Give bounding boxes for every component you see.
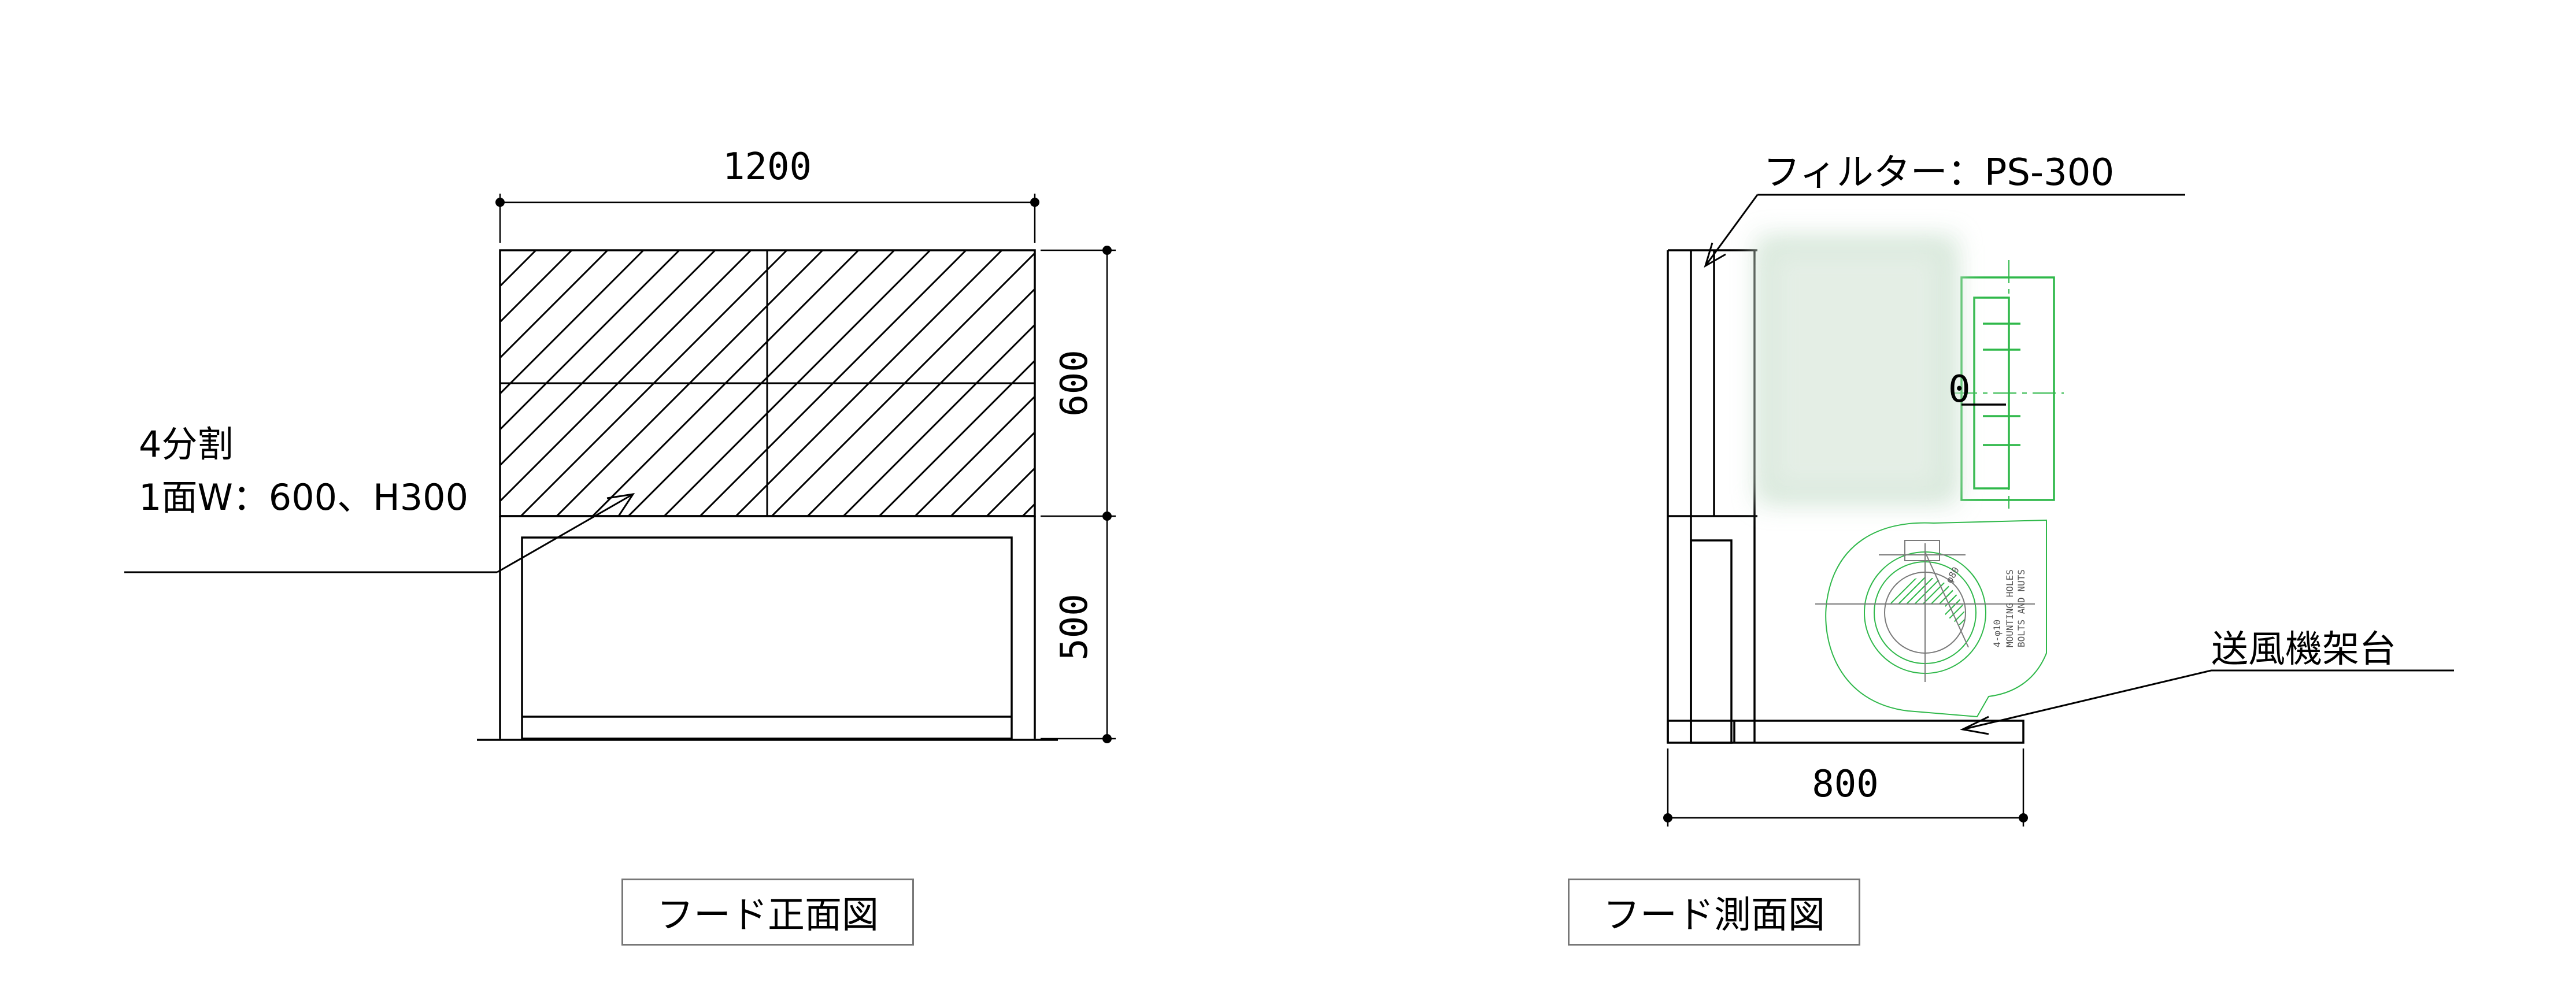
filter-label: フィルター：PS-300 bbox=[1763, 151, 2114, 194]
front-view-title: フード正面図 bbox=[621, 879, 914, 946]
side-view: 4-φ10 MOUNTING HOLES BOLTS AND NUTS φ80 … bbox=[1663, 151, 2454, 827]
hatch-line bbox=[950, 431, 1035, 516]
front-width-dimension: 1200 bbox=[495, 146, 1039, 243]
stand-label: 送風機架台 bbox=[2211, 628, 2396, 671]
hatch-line bbox=[1166, 250, 1432, 516]
front-height-dimension: 600 500 bbox=[1041, 246, 1116, 743]
fan-stand bbox=[1667, 720, 2024, 744]
svg-text:MOUNTING HOLES: MOUNTING HOLES bbox=[2004, 569, 2015, 647]
hatch-line bbox=[986, 466, 1035, 516]
front-note-line1: 4分割 bbox=[139, 423, 233, 465]
front-note-line2: 1面W：600、H300 bbox=[139, 476, 468, 518]
hatch-line bbox=[1094, 250, 1360, 516]
hatch-line bbox=[500, 250, 609, 360]
hatch-line bbox=[1202, 250, 1468, 516]
svg-text:BOLTS AND NUTS: BOLTS AND NUTS bbox=[2016, 569, 2027, 647]
svg-text:φ80: φ80 bbox=[1944, 565, 1961, 585]
hatch-line bbox=[1058, 250, 1324, 516]
dim-lower-height-label: 500 bbox=[1053, 594, 1096, 661]
fan-drawing: 4-φ10 MOUNTING HOLES BOLTS AND NUTS φ80 bbox=[1815, 260, 2064, 718]
dim-width-label: 1200 bbox=[723, 146, 812, 188]
front-note-leader bbox=[124, 492, 635, 573]
hatch-line bbox=[1238, 250, 1504, 516]
dim-upper-height-label: 600 bbox=[1053, 350, 1096, 417]
dim-depth-label: 800 bbox=[1812, 763, 1879, 806]
stand-leader bbox=[1960, 669, 2454, 735]
hatch-line bbox=[1274, 250, 1539, 516]
front-view: 1200 600 500 4分割 1面W：600、H300 bbox=[124, 146, 1539, 743]
front-lower-frame bbox=[477, 515, 1058, 741]
hatch-line bbox=[914, 395, 1035, 516]
side-depth-dimension: 800 bbox=[1663, 748, 2028, 827]
svg-text:4-φ10: 4-φ10 bbox=[1992, 620, 2003, 647]
hatch-line bbox=[500, 250, 573, 324]
filter-leader bbox=[1704, 194, 2185, 268]
side-view-title: フード測面図 bbox=[1568, 879, 1860, 946]
hatch-line bbox=[1130, 250, 1396, 516]
side-filter-frame bbox=[1667, 249, 1757, 744]
